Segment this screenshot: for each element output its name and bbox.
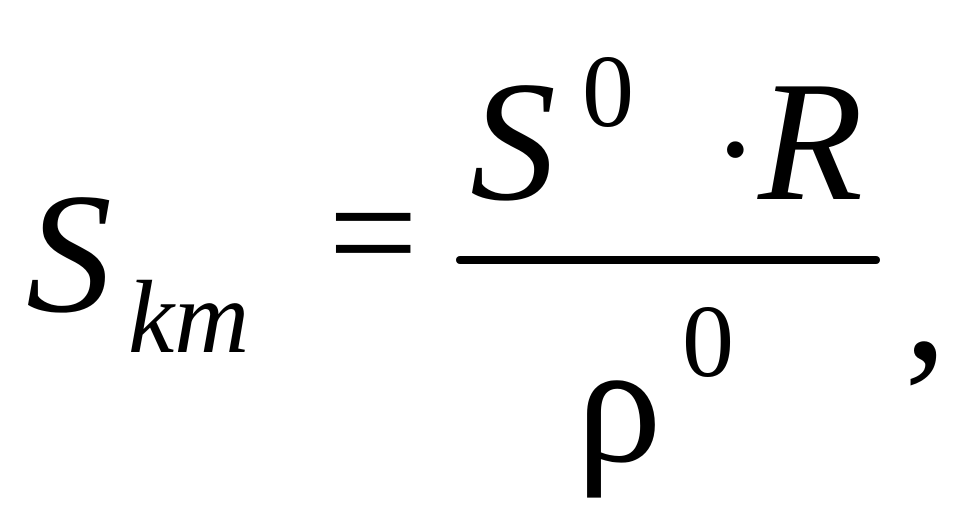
fraction-bar xyxy=(456,256,880,264)
multiplication-dot: · xyxy=(712,72,759,227)
lhs-subscript: km xyxy=(128,260,250,375)
denominator-superscript: 0 xyxy=(682,284,734,399)
lhs-variable: S xyxy=(26,159,112,349)
numerator-variable: S xyxy=(470,47,556,237)
trailing-comma: , xyxy=(904,207,947,397)
numerator-superscript: 0 xyxy=(582,34,634,149)
equals-sign: = xyxy=(328,143,419,321)
denominator-variable: ρ xyxy=(576,309,662,499)
numerator-variable-r: R xyxy=(758,47,864,237)
